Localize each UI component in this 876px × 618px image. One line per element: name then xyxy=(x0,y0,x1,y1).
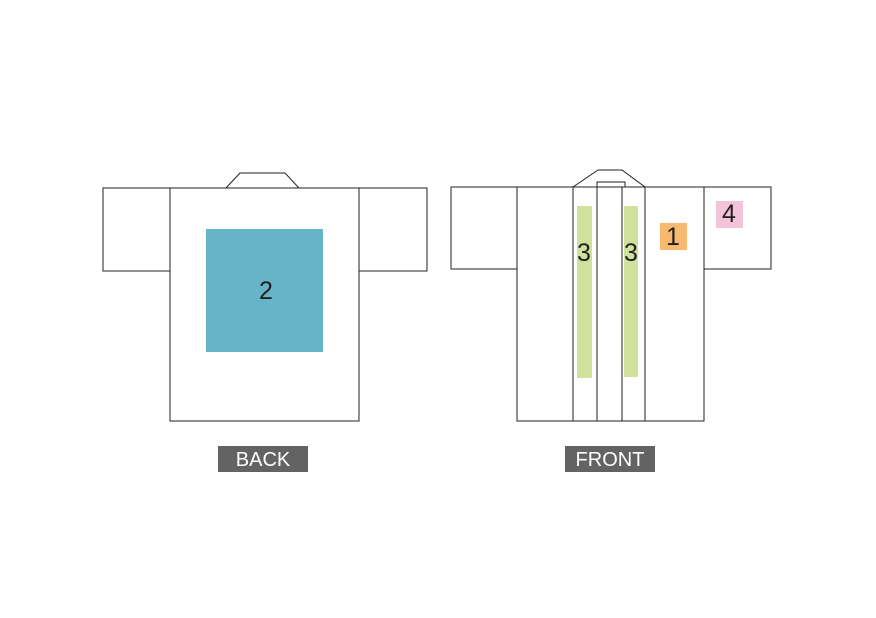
back-collar xyxy=(224,172,301,189)
front-view: 3 3 1 4 xyxy=(450,169,772,422)
front-label: FRONT xyxy=(565,446,655,472)
back-zone-2-number: 2 xyxy=(259,277,273,305)
back-left-sleeve xyxy=(102,187,171,272)
front-zone-1-chest xyxy=(660,223,687,250)
front-collar-top xyxy=(571,169,647,188)
front-zone-4-number: 4 xyxy=(722,200,736,228)
front-label-background xyxy=(565,446,655,472)
front-zone-4-sleeve xyxy=(716,201,743,228)
back-label: BACK xyxy=(218,446,308,472)
front-zone-3-right xyxy=(624,206,638,377)
front-zone-1-number: 1 xyxy=(666,223,680,251)
back-right-sleeve xyxy=(358,187,428,272)
back-label-text: BACK xyxy=(236,449,291,471)
front-label-text: FRONT xyxy=(576,449,645,471)
back-view: 2 xyxy=(102,172,428,422)
front-zone-3-right-number: 3 xyxy=(624,239,638,267)
front-zone-3-left xyxy=(577,206,592,378)
back-label-background xyxy=(218,446,308,472)
front-zone-3-left-number: 3 xyxy=(577,239,591,267)
front-left-sleeve xyxy=(450,186,519,270)
back-zone-2 xyxy=(206,229,323,352)
